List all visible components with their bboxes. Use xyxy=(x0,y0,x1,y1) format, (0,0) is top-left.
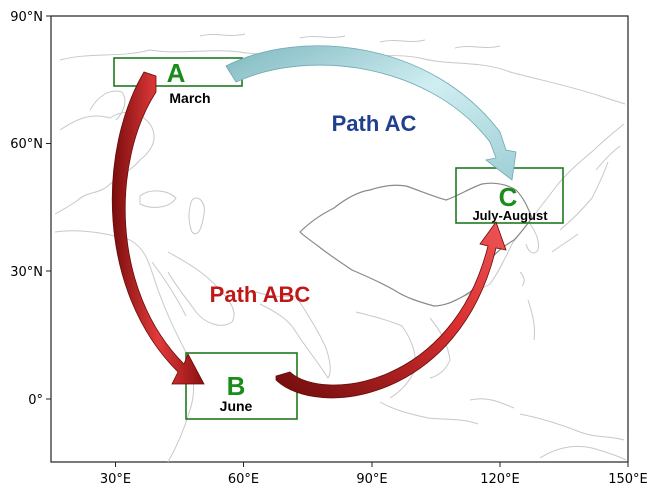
y-tick-label: 0° xyxy=(28,393,43,408)
path-bc-arrow xyxy=(275,221,507,399)
path-abc-label: Path ABC xyxy=(210,282,311,307)
korea-coastline xyxy=(525,223,539,254)
coastlines xyxy=(54,33,627,463)
region-c-letter: C xyxy=(499,182,518,212)
y-tick-label: 90°N xyxy=(10,10,43,25)
se-asia-coastline xyxy=(355,311,451,399)
path-ac-arrow xyxy=(225,45,517,181)
china-border xyxy=(299,182,533,307)
path-ac-label: Path AC xyxy=(332,111,417,136)
japan-coastline xyxy=(551,161,609,253)
x-tick-label: 30°E xyxy=(100,472,131,487)
scandinavia-coastline xyxy=(89,90,126,121)
x-axis: 30°E 60°E 90°E 120°E 150°E xyxy=(100,462,648,487)
far-east-coastline xyxy=(557,123,625,185)
x-tick-label: 60°E xyxy=(228,472,259,487)
australia-coastline xyxy=(539,445,627,461)
region-b-month: June xyxy=(220,398,253,414)
x-tick-label: 90°E xyxy=(356,472,387,487)
region-a-letter: A xyxy=(167,58,186,88)
x-tick-label: 120°E xyxy=(480,472,520,487)
europe-coastline xyxy=(54,111,155,215)
caspian-sea xyxy=(188,197,205,235)
y-tick-label: 60°N xyxy=(10,137,43,152)
y-tick-label: 30°N xyxy=(10,265,43,280)
black-sea xyxy=(139,190,177,208)
path-ab-arrow xyxy=(111,71,205,385)
philippines-coastline xyxy=(519,271,535,341)
indonesia-coastline xyxy=(379,398,625,441)
region-b-letter: B xyxy=(227,371,246,401)
x-tick-label: 150°E xyxy=(608,472,648,487)
arabia-coastline xyxy=(167,251,235,326)
india-coastline xyxy=(255,291,331,379)
arctic-islands xyxy=(199,33,501,49)
red-sea xyxy=(151,261,187,317)
region-a-month: March xyxy=(169,90,210,106)
region-c-month: July-August xyxy=(472,208,548,223)
y-axis: 90°N 60°N 30°N 0° xyxy=(10,10,51,408)
